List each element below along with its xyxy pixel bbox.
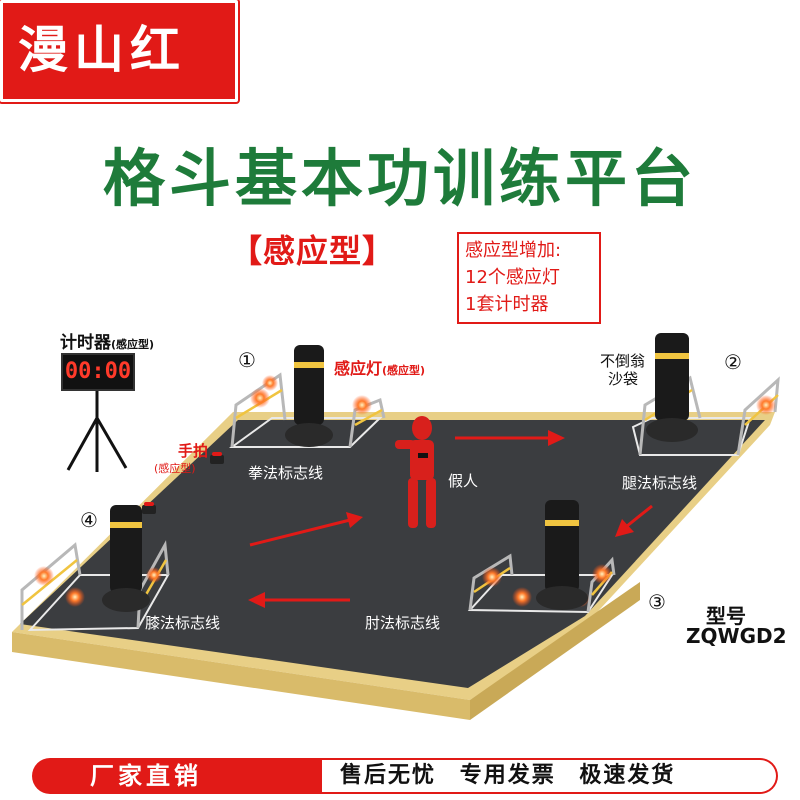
footer-item: 极速发货 — [579, 763, 676, 788]
station-2-number: ② — [724, 350, 742, 374]
clapper-label: 手拍 — [178, 442, 209, 460]
footer-item: 专用发票 — [459, 763, 556, 788]
model-code: ZQWGD2 — [686, 624, 787, 648]
platform-base — [12, 412, 775, 720]
timer-display: 00:00 — [61, 353, 135, 391]
elbow-zone-label: 肘法标志线 — [365, 614, 441, 632]
sensor-light-label: 感应灯(感应型) — [334, 359, 426, 378]
tumbler-label-line2: 沙袋 — [608, 370, 639, 388]
tumbler-bag-icons — [102, 333, 698, 612]
model-label: 型号 — [706, 604, 746, 628]
tripod-icon — [66, 390, 128, 472]
info-line: 12个感应灯 — [465, 267, 560, 288]
station-1-number: ① — [238, 348, 256, 372]
footer-banner: 厂家直销 售后无忧 专用发票 极速发货 — [32, 758, 778, 794]
dummy-label: 假人 — [448, 472, 479, 490]
page-title: 格斗基本功训练平台 — [102, 142, 697, 215]
dummy-figure-icon — [395, 416, 436, 528]
info-line: 感应型增加: — [465, 240, 562, 261]
tumbler-label-line1: 不倒翁 — [600, 352, 646, 370]
station-3-number: ③ — [648, 590, 666, 614]
sensor-addon-box: 感应型增加: 12个感应灯 1套计时器 — [457, 232, 601, 324]
footer-item: 售后无忧 — [340, 763, 437, 788]
station-4-number: ④ — [80, 508, 98, 532]
brand-name: 漫山红 — [18, 20, 186, 79]
punch-zone-label: 拳法标志线 — [248, 464, 324, 482]
knee-zone-label: 膝法标志线 — [145, 614, 221, 632]
leg-zone-label: 腿法标志线 — [622, 474, 698, 492]
info-line: 1套计时器 — [465, 294, 549, 315]
footer-right-tag: 售后无忧 专用发票 极速发货 — [322, 758, 778, 794]
timer-label: 计时器(感应型) — [60, 333, 155, 353]
subtitle: 【感应型】 — [230, 232, 396, 270]
footer-left-tag: 厂家直销 — [32, 758, 322, 794]
clapper-note: (感应型) — [154, 462, 196, 475]
clapper-button-icons — [142, 452, 224, 514]
brand-banner — [0, 0, 238, 102]
direction-arrows — [248, 430, 653, 608]
